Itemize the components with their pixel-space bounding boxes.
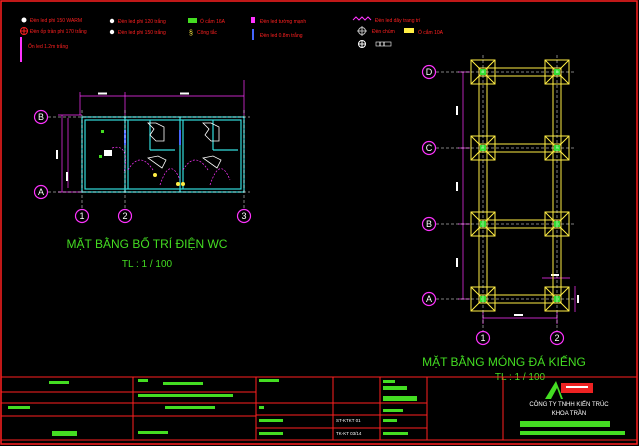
- grid-label-col: 1: [79, 211, 84, 221]
- drawing-number: TK-KT 03/14: [336, 431, 362, 436]
- legend-item-text: Ổ cắm 10A: [418, 29, 444, 36]
- wall-light-icon: [251, 17, 255, 23]
- drawing-code: ST-KTKT 01: [336, 418, 361, 423]
- plan-title: MẶT BẰNG BỐ TRÍ ĐIỆN WC: [67, 236, 228, 251]
- dimension-left: [56, 114, 82, 193]
- grid-axes: [48, 110, 250, 209]
- grid-label-col: 1: [480, 333, 485, 343]
- door-swings: [111, 146, 231, 186]
- legend-item-text: Ốn led 1.2m trắng: [28, 43, 68, 50]
- foundation-beams: [478, 67, 562, 304]
- grid-label-row: C: [426, 143, 433, 153]
- foundation-dimensions: [456, 71, 579, 324]
- grid-label-row: D: [426, 67, 433, 77]
- electric-points: [99, 130, 185, 186]
- legend-item-text: Đèn led phi 150 WARM: [30, 18, 82, 24]
- legend-item-text: Đèn led dây trang trí: [375, 18, 421, 24]
- switch-icon: §: [189, 30, 193, 37]
- legend-item-text: Đèn chùm: [372, 29, 395, 35]
- wc-walls: [81, 116, 245, 193]
- grid-bubbles: [421, 64, 565, 346]
- footings: [470, 59, 570, 312]
- grid-label-row: A: [38, 187, 44, 197]
- white-dot-icon: [109, 18, 115, 24]
- grid-label-row: A: [426, 294, 432, 304]
- grid-label-col: 3: [241, 211, 246, 221]
- grid-label-col: 2: [122, 211, 127, 221]
- company-name: CÔNG TY TNHH KIẾN TRÚC: [529, 401, 609, 408]
- socket-yellow-icon: [404, 28, 414, 33]
- toilet-fixtures: [147, 122, 222, 169]
- grid-axes: [436, 55, 575, 332]
- white-dot-icon: [109, 29, 115, 35]
- grid-label-row: B: [426, 219, 432, 229]
- company-name-line2: KHOA TRẦN: [552, 410, 587, 417]
- chandelier-icon: [357, 26, 367, 36]
- title-block-fields: [8, 379, 625, 436]
- legend-item-text: Đèn led 0.8m trắng: [260, 32, 303, 39]
- electric-plan: B A 1 2 3 MẶT BẰNG BỐ TRÍ ĐIỆN WC TL : 1…: [33, 80, 252, 270]
- company-logo: [545, 381, 593, 399]
- title-block: ST-KTKT 01 TK-KT 03/14 CÔNG TY TNHH KIẾN…: [1, 376, 637, 441]
- legend-item-text: Công tắc: [197, 29, 218, 36]
- grid-label-row: B: [38, 112, 44, 122]
- foundation-plan: D C B A 1 2 MẶT BẰNG MÓNG ĐÁ KIẾNG TL : …: [421, 55, 586, 383]
- plan-title: MẶT BẰNG MÓNG ĐÁ KIẾNG: [422, 354, 586, 369]
- led-strip-icon: [352, 16, 372, 21]
- dimension-top: [79, 80, 245, 115]
- legend-item-text: Ổ cắm 16A: [200, 18, 226, 25]
- legend-item-text: Đèn led phi 150 trắng: [118, 29, 166, 36]
- column-markers: [480, 69, 560, 302]
- grid-bubbles: [33, 109, 252, 224]
- legend-item-text: Đèn led phi 120 trắng: [118, 18, 166, 25]
- legend: Đèn led phi 150 WARM Đèn ốp trần phi 170…: [20, 16, 444, 62]
- legend-item-text: Đèn led tường mạnh: [260, 19, 306, 25]
- socket-icon: [188, 18, 197, 23]
- grid-label-col: 2: [554, 333, 559, 343]
- plan-scale: TL : 1 / 100: [122, 259, 173, 270]
- legend-item-text: Đèn ốp trần phi 170 trắng: [30, 28, 87, 35]
- fan-icon: [358, 40, 392, 48]
- white-dot-icon: [21, 17, 27, 23]
- ceiling-light-icon: [20, 27, 28, 35]
